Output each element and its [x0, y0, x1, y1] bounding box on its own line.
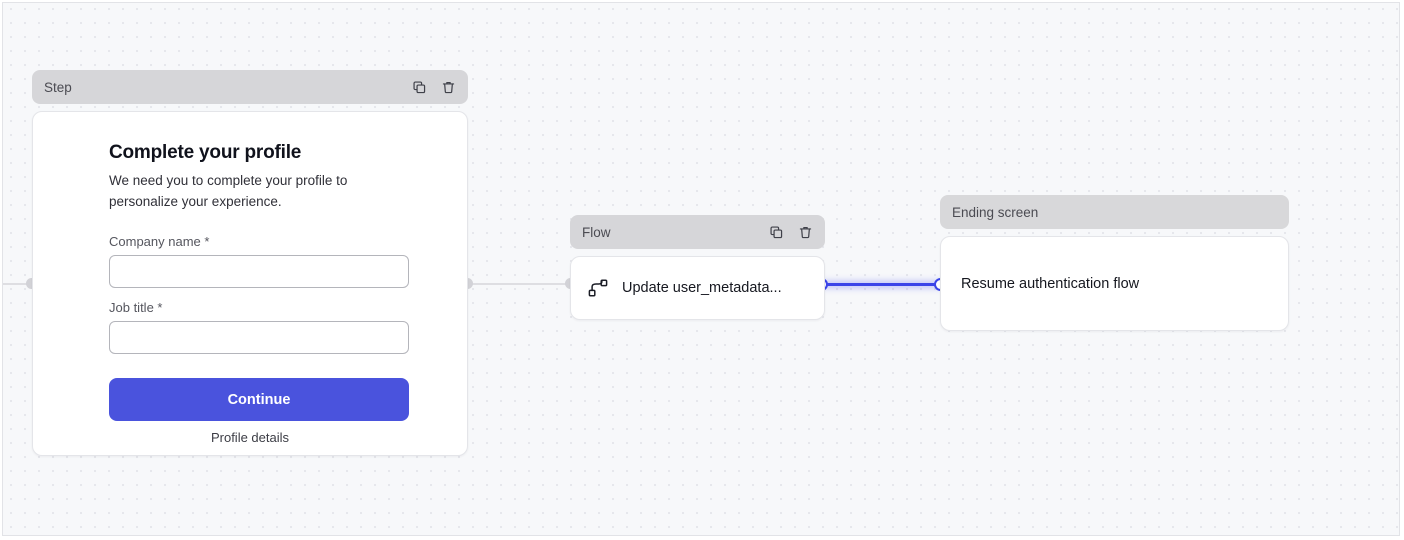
- ending-screen-label: Resume authentication flow: [961, 275, 1140, 292]
- delete-icon[interactable]: [798, 225, 813, 240]
- flow-node-header[interactable]: Flow: [570, 215, 825, 249]
- delete-icon[interactable]: [441, 80, 456, 95]
- form-subtitle: We need you to complete your profile to …: [109, 173, 348, 209]
- flow-node-actions: [769, 225, 813, 240]
- duplicate-icon[interactable]: [412, 80, 427, 95]
- step-node-header[interactable]: Step: [32, 70, 468, 104]
- company-name-input[interactable]: [109, 255, 409, 289]
- flow-icon: [587, 277, 609, 299]
- connector-handle-step-left[interactable]: [26, 278, 37, 289]
- profile-form: Complete your profile We need you to com…: [109, 142, 411, 422]
- ending-screen-node[interactable]: Ending screen Resume authentication flow: [940, 195, 1289, 331]
- flow-node-body: Update user_metadata...: [570, 256, 825, 320]
- step-node[interactable]: Step Complete yo: [32, 70, 468, 456]
- ending-screen-header[interactable]: Ending screen: [940, 195, 1289, 229]
- duplicate-icon[interactable]: [769, 225, 784, 240]
- job-title-input[interactable]: [109, 321, 409, 355]
- connector-line-step-to-flow: [467, 283, 577, 285]
- step-node-title: Step: [44, 79, 72, 95]
- flow-node[interactable]: Flow: [570, 215, 825, 320]
- connector-line-incoming: [3, 283, 37, 285]
- flow-node-title: Flow: [582, 224, 611, 240]
- ending-screen-title: Ending screen: [952, 204, 1039, 220]
- job-title-field-group: Job title *: [109, 300, 411, 355]
- step-node-caption: Profile details: [210, 430, 290, 445]
- flow-node-label: Update user_metadata...: [622, 280, 782, 296]
- step-node-body: Complete your profile We need you to com…: [32, 111, 468, 456]
- job-title-label: Job title *: [109, 300, 163, 316]
- ending-screen-body: Resume authentication flow: [940, 236, 1289, 331]
- form-title: Complete your profile: [109, 142, 302, 163]
- continue-button[interactable]: Continue: [109, 378, 409, 422]
- step-node-actions: [412, 80, 456, 95]
- company-name-label: Company name *: [109, 234, 210, 250]
- edge-flow-to-ending[interactable]: [821, 283, 943, 286]
- company-name-field-group: Company name *: [109, 234, 411, 289]
